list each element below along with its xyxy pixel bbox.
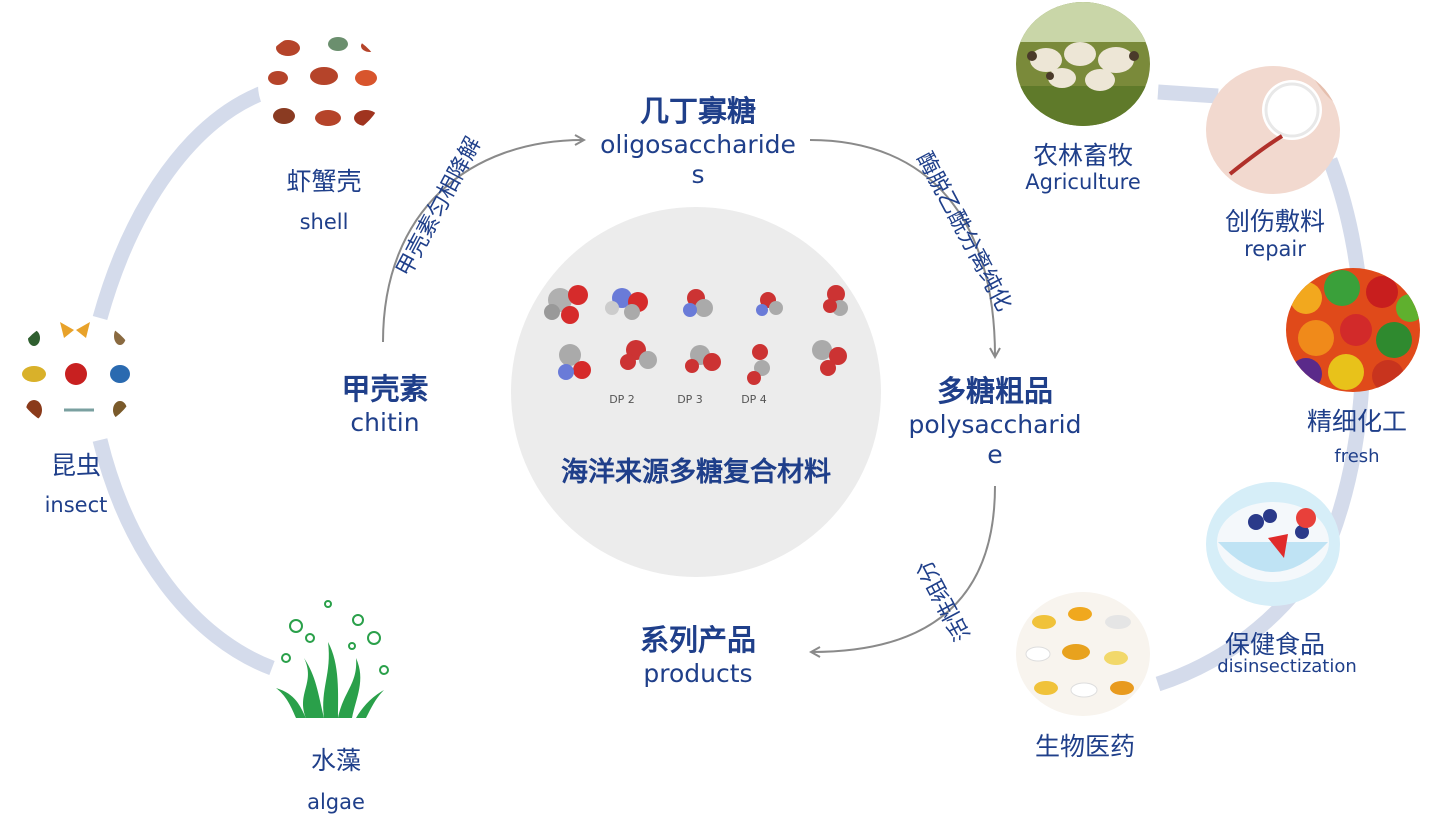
algae-icon [266,598,394,722]
molecule-icon [605,288,648,320]
source-algae-en: algae [307,790,365,814]
node-products: 系列产品 products [610,617,786,689]
node-oligo: 几丁寡糖 oligosaccharides [596,88,800,190]
molecule-icon [747,344,770,385]
right-ring-arc-top [1157,84,1219,104]
yogurt-icon [1206,482,1340,606]
arrow-oligo-to-poly [809,139,995,356]
crab-shrimp-icon [258,30,384,140]
left-ring-arc-bottom [92,438,275,676]
node-chitin-en: chitin [350,408,420,437]
app-agriculture-en: Agriculture [1025,170,1141,194]
source-insect-zh: 昆虫 [50,451,101,480]
node-oligo-en: oligosaccharides [600,130,796,189]
dp-label: DP 3 [677,393,703,406]
source-shell-zh: 虾蟹壳 [286,167,362,196]
node-poly: 多糖粗品 polysaccharide [904,368,1086,470]
center-disc [511,207,881,577]
node-products-zh: 系列产品 [639,623,756,657]
app-pharma-zh: 生物医药 [1034,732,1135,761]
node-products-en: products [643,659,753,688]
node-chitin-zh: 甲壳素 [341,372,429,406]
molecule-icon [685,345,721,373]
arrow3-label: 活性组分 [913,555,976,644]
molecule-icon [756,292,783,316]
center-title: 海洋来源多糖复合材料 [561,457,831,488]
molecule-icon [620,340,657,370]
app-food-en: disinsectization [1217,656,1357,677]
sheep-icon [1016,2,1150,126]
app-repair-en: repair [1244,237,1306,261]
molecule-icon [812,340,847,376]
molecule-icon [544,285,588,324]
source-insect-en: insect [44,493,108,517]
molecule-icon [683,289,713,317]
source-shell-en: shell [299,210,349,234]
dp-label: DP 4 [741,393,767,406]
arrow1-label: 甲壳素匀相降解 [392,133,486,281]
app-fresh-zh: 精细化工 [1306,407,1407,436]
dp-label: DP 2 [609,393,635,406]
node-poly-zh: 多糖粗品 [936,374,1053,408]
molecule-images [544,285,848,385]
app-food-zh: 保健食品 [1224,630,1325,659]
node-chitin: 甲壳素 chitin [300,366,470,438]
node-oligo-zh: 几丁寡糖 [639,94,756,128]
wound-dressing-icon [1206,66,1340,194]
insects-icon [14,318,138,430]
arrow-chitin-to-oligo [382,140,583,343]
app-fresh-en: fresh [1334,446,1380,467]
pills-icon [1016,592,1150,716]
arrow2-label: 酶脱乙酰分离纯化 [911,148,1016,315]
vegetables-icon [1286,268,1420,392]
molecule-icon [823,285,848,316]
app-agriculture-zh: 农林畜牧 [1032,141,1133,170]
molecule-icon [558,344,591,380]
node-poly-en: polysaccharide [908,410,1082,469]
left-ring-arc-top [92,84,268,321]
app-repair-zh: 创伤敷料 [1224,207,1325,236]
source-algae-zh: 水藻 [310,746,361,775]
arrow-poly-to-products [812,485,996,652]
